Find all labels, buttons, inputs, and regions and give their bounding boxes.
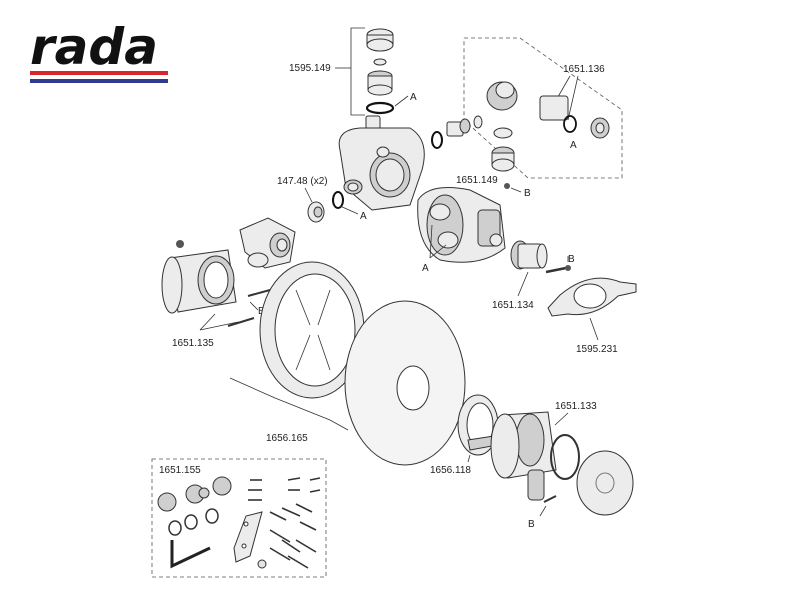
callout-1656-165: 1656.165 — [266, 433, 308, 444]
callout-1595-231: 1595.231 — [576, 344, 618, 355]
seal-label-a: A — [570, 140, 577, 151]
part-1656-118-group: 1656.118 — [430, 394, 499, 476]
callout-1595-149: 1595.149 — [289, 63, 331, 74]
logo-red-bar — [30, 71, 168, 75]
valve-body: A — [332, 115, 425, 222]
part-1651-149-group: 1651.149 A B — [417, 175, 531, 274]
faceplate-disc — [344, 300, 466, 466]
callout-1651-133: 1651.133 — [555, 401, 597, 412]
callout-1651-136: 1651.136 — [563, 64, 605, 75]
seal-label-a: A — [422, 263, 429, 274]
seal-label-a: A — [410, 92, 417, 103]
part-1651-136-group: 1651.136 A — [463, 37, 623, 179]
part-1595-231-group: 1595.231 — [547, 277, 637, 355]
seal-label-a: A — [360, 211, 367, 222]
callout-1651-134: 1651.134 — [492, 300, 534, 311]
callout-1651-135: 1651.135 — [172, 338, 214, 349]
callout-1651-149: 1651.149 — [456, 175, 498, 186]
part-1595-149-group: 1595.149 A — [289, 27, 417, 116]
rada-logo: rada — [30, 18, 168, 83]
small-fittings — [431, 115, 483, 149]
callout-147-48: 147.48 (x2) — [277, 176, 328, 187]
seal-label-b: B — [568, 254, 575, 265]
callout-1651-155: 1651.155 — [159, 465, 201, 476]
part-1656-165-group: 1656.165 — [229, 261, 365, 444]
part-147-48-group: 147.48 (x2) — [239, 176, 328, 269]
logo-blue-bar — [30, 79, 168, 83]
callout-1656-118: 1656.118 — [430, 465, 471, 476]
part-1651-134-group: B 1651.134 — [492, 240, 575, 311]
seal-label-b: B — [524, 188, 531, 199]
part-1651-135-group: B 1651.135 — [161, 240, 271, 349]
part-1651-133-group: 1651.133 B — [490, 401, 634, 530]
logo-wordmark: rada — [30, 18, 158, 76]
seal-label-b: B — [528, 519, 535, 530]
part-1651-155-kit: 1651.155 — [151, 458, 327, 578]
